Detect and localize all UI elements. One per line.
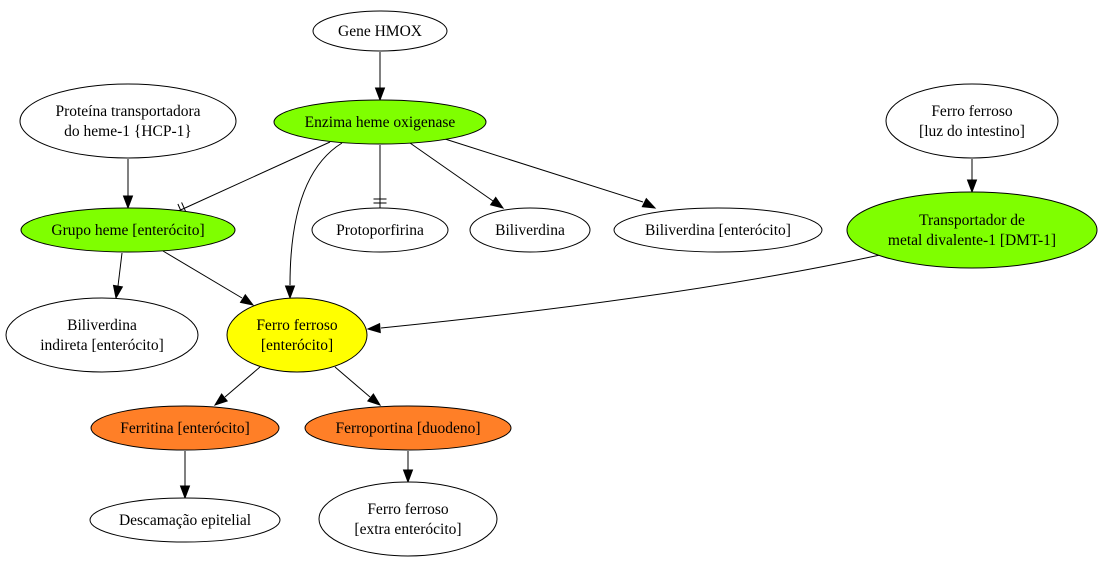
edge-line bbox=[162, 250, 243, 299]
edge-heme_oxigenase-to-biliverdina bbox=[409, 142, 505, 209]
edge-heme_oxigenase-to-grupo_heme bbox=[175, 141, 331, 217]
arrowhead bbox=[402, 469, 414, 484]
edge-ferro_enterocito-to-ferroportina bbox=[334, 366, 382, 406]
node-label: Gene HMOX bbox=[338, 23, 422, 40]
edge-line bbox=[409, 142, 494, 202]
node-shape bbox=[846, 191, 1098, 269]
node-label: Ferro ferroso bbox=[931, 103, 1013, 120]
node-label: Descamação epitelial bbox=[119, 512, 251, 529]
edge-line bbox=[334, 366, 371, 398]
node-label: do heme-1 {HCP-1} bbox=[64, 123, 192, 140]
node-shape bbox=[90, 405, 280, 451]
edge-heme_oxigenase-to-ferro_enterocito bbox=[284, 142, 343, 300]
edge-dmt1-to-ferro_enterocito bbox=[366, 254, 881, 334]
node-shape bbox=[318, 481, 498, 557]
arrowhead bbox=[374, 87, 386, 102]
node-label: Transportador de bbox=[919, 212, 1025, 229]
edge-hcp1-to-grupo_heme bbox=[122, 159, 134, 210]
arrowhead bbox=[284, 285, 296, 300]
edge-line bbox=[289, 142, 343, 286]
node-ferro-extra: Ferro ferroso [extra enterócito] bbox=[318, 481, 498, 557]
node-shape bbox=[885, 83, 1059, 159]
node-label: Biliverdina [enterócito] bbox=[645, 222, 791, 239]
node-shape bbox=[304, 405, 512, 451]
edges-layer bbox=[112, 52, 978, 500]
arrowhead bbox=[112, 284, 124, 300]
edge-grupo_heme-to-biliverdina_indireta bbox=[112, 252, 124, 300]
arrowhead bbox=[239, 293, 255, 306]
node-hcp1: Proteína transportadora do heme-1 {HCP-1} bbox=[19, 83, 237, 159]
arrowhead bbox=[966, 179, 978, 194]
node-shape bbox=[613, 207, 823, 253]
node-heme-oxigenase: Enzima heme oxigenase bbox=[273, 99, 487, 145]
node-label: Ferro ferroso bbox=[367, 501, 449, 518]
node-shape bbox=[5, 297, 199, 373]
node-grupo-heme: Grupo heme [enterócito] bbox=[20, 207, 236, 253]
node-label: Proteína transportadora bbox=[55, 103, 200, 120]
node-shape bbox=[311, 207, 449, 253]
edge-ferritina-to-descamacao bbox=[179, 451, 191, 500]
node-shape bbox=[20, 207, 236, 253]
edge-ferro_luz-to-dmt1 bbox=[966, 159, 978, 194]
arrowhead bbox=[213, 393, 229, 406]
node-ferroportina: Ferroportina [duodeno] bbox=[304, 405, 512, 451]
node-label: Ferroportina [duodeno] bbox=[335, 420, 480, 437]
node-ferritina: Ferritina [enterócito] bbox=[90, 405, 280, 451]
node-label: Ferro ferroso bbox=[256, 317, 338, 334]
node-label: [luz do intestino] bbox=[919, 123, 1025, 140]
node-shape bbox=[226, 297, 368, 373]
node-label: Protoporfirina bbox=[336, 222, 424, 239]
node-label: Biliverdina bbox=[67, 317, 137, 334]
edge-gene_hmox-to-heme_oxigenase bbox=[374, 52, 386, 102]
arrowhead bbox=[366, 322, 381, 334]
node-label: [enterócito] bbox=[261, 337, 333, 354]
arrowhead bbox=[179, 485, 191, 500]
node-shape bbox=[89, 497, 281, 543]
node-shape bbox=[469, 207, 591, 253]
edge-line bbox=[117, 252, 123, 287]
node-biliverdina-enterocito: Biliverdina [enterócito] bbox=[613, 207, 823, 253]
node-gene-hmox: Gene HMOX bbox=[312, 10, 448, 52]
node-label: Ferritina [enterócito] bbox=[120, 420, 250, 437]
node-label: [extra enterócito] bbox=[354, 521, 461, 538]
edge-heme_oxigenase-to-protoporfirina bbox=[373, 145, 387, 208]
node-label: Enzima heme oxigenase bbox=[305, 114, 456, 131]
node-shape bbox=[19, 83, 237, 159]
node-descamacao: Descamação epitelial bbox=[89, 497, 281, 543]
arrowhead bbox=[122, 195, 134, 210]
nodes-layer: Gene HMOX Proteína transportadora do heme-… bbox=[5, 10, 1098, 557]
node-biliverdina-indireta: Biliverdina indireta [enterócito] bbox=[5, 297, 199, 373]
node-label: metal divalente-1 [DMT-1] bbox=[888, 232, 1056, 249]
arrowhead bbox=[489, 196, 505, 209]
node-shape bbox=[273, 99, 487, 145]
node-dmt1: Transportador de metal divalente-1 [DMT-1… bbox=[846, 191, 1098, 269]
node-label: indireta [enterócito] bbox=[40, 337, 164, 354]
edge-line bbox=[184, 141, 331, 209]
node-label: Biliverdina bbox=[495, 222, 565, 239]
arrowhead bbox=[641, 197, 657, 209]
arrowhead bbox=[366, 393, 382, 406]
node-biliverdina: Biliverdina bbox=[469, 207, 591, 253]
node-label: Grupo heme [enterócito] bbox=[51, 222, 204, 239]
edge-ferro_enterocito-to-ferritina bbox=[213, 366, 261, 406]
edge-line bbox=[444, 138, 644, 203]
node-ferro-enterocito: Ferro ferroso [enterócito] bbox=[226, 297, 368, 373]
node-protoporfirina: Protoporfirina bbox=[311, 207, 449, 253]
node-ferro-luz: Ferro ferroso [luz do intestino] bbox=[885, 83, 1059, 159]
edge-line bbox=[224, 366, 261, 398]
edge-ferroportina-to-ferro_extra bbox=[402, 451, 414, 484]
edge-line bbox=[380, 254, 881, 329]
edge-heme_oxigenase-to-biliverdina_enterocito bbox=[444, 138, 657, 209]
edge-grupo_heme-to-ferro_enterocito bbox=[162, 250, 255, 306]
node-shape bbox=[312, 10, 448, 52]
